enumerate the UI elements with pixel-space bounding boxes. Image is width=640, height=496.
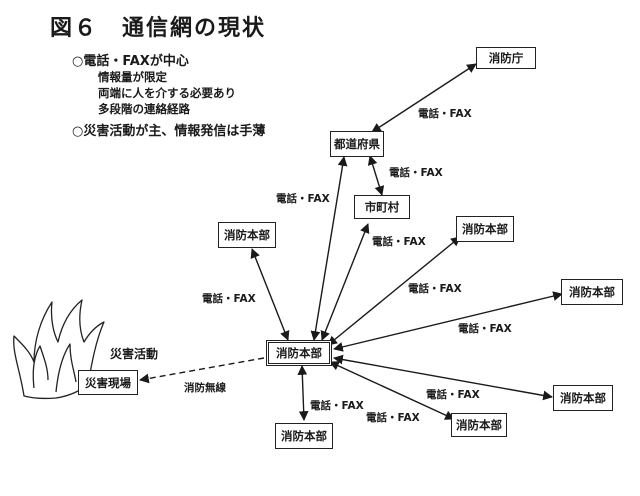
link-center-bottom: [297, 365, 309, 421]
page-title: 図６ 通信網の現状: [50, 15, 267, 41]
link-todofuken-shichoson: [367, 155, 385, 196]
label-fax-upper-left: 電話・FAX: [202, 293, 256, 305]
note-multi-stage: 多段階の連絡経路: [98, 102, 190, 116]
note-bullet-phone-fax: ○電話・FAXが中心: [72, 54, 189, 69]
node-honbu-upper-right: 消防本部: [456, 216, 514, 242]
node-saigai-genba: 災害現場: [78, 370, 138, 395]
node-honbu-bottom: 消防本部: [275, 423, 333, 449]
node-honbu-center: 消防本部: [266, 340, 332, 366]
label-fax-bottom: 電話・FAX: [310, 400, 364, 412]
label-fax-right: 電話・FAX: [458, 323, 512, 335]
link-center-shichoson: [320, 223, 370, 341]
node-shichoson: 市町村: [354, 195, 410, 219]
label-saigai-katsudo: 災害活動: [110, 347, 159, 361]
note-people-needed: 両端に人を介する必要あり: [98, 86, 236, 100]
label-fax-center-shichoson: 電話・FAX: [372, 236, 426, 248]
node-honbu-lower-mid: 消防本部: [451, 413, 507, 437]
label-fax-upper-right: 電話・FAX: [408, 283, 462, 295]
link-todofuken-shobocho: [371, 63, 477, 133]
node-honbu-upper-left: 消防本部: [218, 222, 276, 248]
note-bullet-disaster-activity: ○災害活動が主、情報発信は手薄: [72, 124, 266, 139]
node-todofuken: 都道府県: [330, 131, 384, 157]
node-honbu-right: 消防本部: [561, 279, 623, 305]
link-center-lower-mid: [329, 361, 455, 420]
label-fax-shichoson: 電話・FAX: [389, 167, 443, 179]
label-fax-shobocho: 電話・FAX: [418, 108, 472, 120]
label-fax-lower-right: 電話・FAX: [426, 389, 480, 401]
note-info-limited: 情報量が限定: [98, 70, 167, 84]
label-fax-todofuken: 電話・FAX: [276, 193, 330, 205]
label-fax-lower-mid: 電話・FAX: [366, 412, 420, 424]
node-honbu-lower-right: 消防本部: [553, 385, 613, 411]
link-center-todofuken: [310, 156, 348, 341]
node-shobocho: 消防庁: [476, 47, 536, 69]
link-center-right: [333, 291, 563, 352]
link-center-genba-radio: [139, 357, 265, 384]
link-center-upper-left: [250, 248, 290, 341]
label-shobo-musen: 消防無線: [184, 382, 226, 394]
